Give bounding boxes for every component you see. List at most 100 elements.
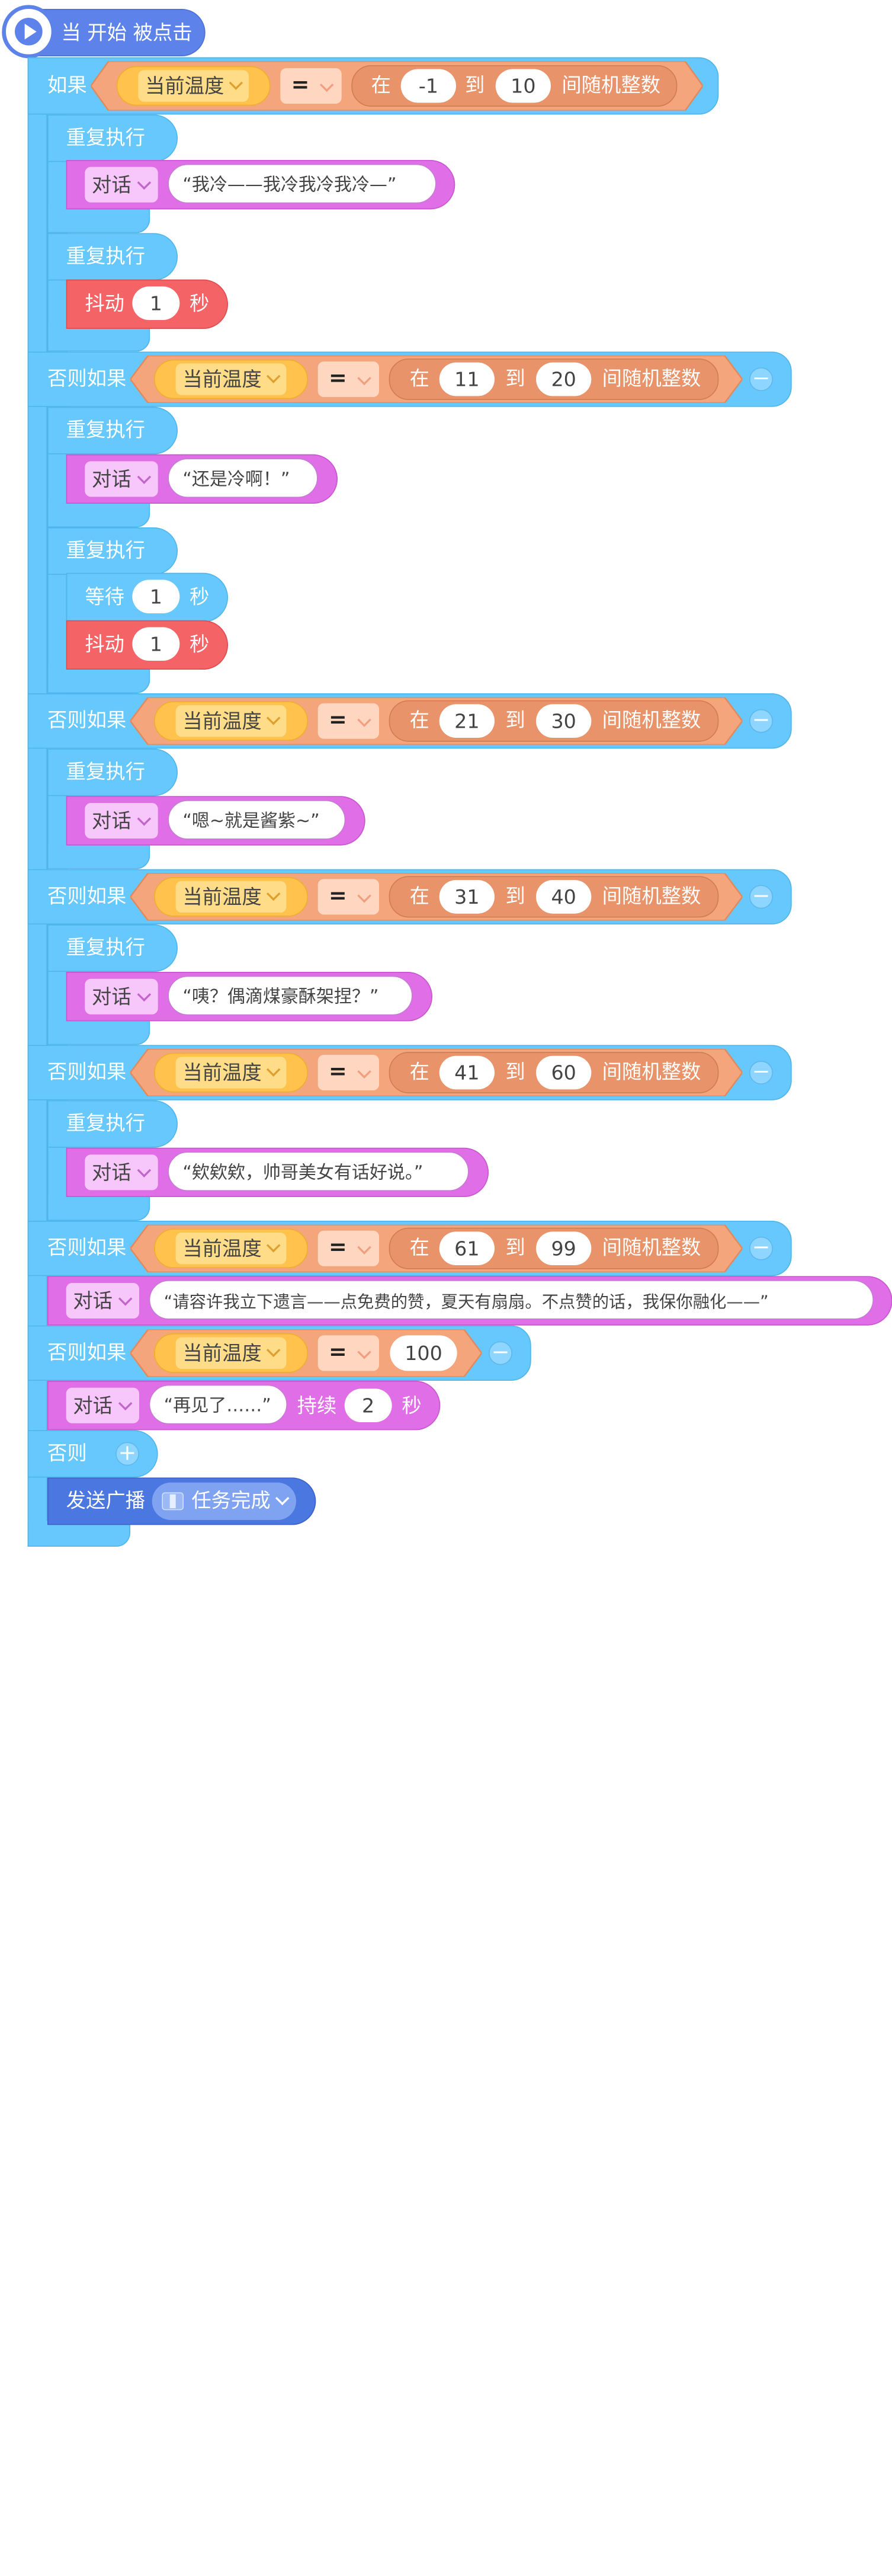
eq-sign: =	[329, 1340, 347, 1365]
to-label: 到	[465, 73, 485, 97]
repeat-label: 重复执行	[66, 759, 146, 783]
else-label: 否则	[47, 1441, 87, 1465]
repeat-header	[47, 924, 178, 972]
dialog-text-input[interactable]: “我冷——我冷我冷我冷—”	[168, 164, 437, 204]
randint-label: 间随机整数	[602, 1060, 701, 1084]
repeat-footer	[47, 207, 150, 233]
lasting-label: 持续	[297, 1393, 337, 1417]
dialog-label: 对话	[92, 1160, 131, 1185]
to-label: 到	[505, 1236, 525, 1260]
random-to-input[interactable]: 99	[536, 1231, 592, 1266]
broadcast-message: 任务完成	[191, 1488, 271, 1512]
dialog-text-input[interactable]: “再见了……”	[149, 1384, 288, 1425]
random-from-input[interactable]: 31	[439, 880, 495, 914]
random-to-input[interactable]: 20	[536, 362, 592, 396]
randint-label: 间随机整数	[561, 73, 661, 97]
repeat-label: 重复执行	[66, 1111, 146, 1135]
shake-seconds-input[interactable]: 1	[132, 627, 180, 661]
dialog-text-input[interactable]: “咦？偶滴煤豪酥架捏？”	[168, 975, 413, 1016]
remove-branch-icon-1[interactable]: −	[749, 367, 774, 392]
remove-branch-icon-6[interactable]: −	[489, 1341, 513, 1365]
play-icon[interactable]	[2, 5, 56, 59]
duration-input[interactable]: 2	[344, 1388, 392, 1423]
repeat-header	[47, 114, 178, 162]
dialog-type-dropdown[interactable]	[85, 978, 158, 1015]
if-else-block[interactable]	[27, 57, 48, 1547]
variable-name: 当前温度	[182, 709, 262, 733]
variable-dropdown[interactable]	[175, 363, 287, 395]
repeat-header	[47, 748, 178, 796]
random-from-input[interactable]: 61	[439, 1231, 495, 1266]
at-label: 在	[409, 366, 430, 391]
variable-dropdown[interactable]	[175, 881, 287, 913]
repeat-label: 重复执行	[66, 418, 146, 442]
dialog-label: 对话	[73, 1289, 113, 1313]
eq-operator[interactable]	[317, 879, 380, 915]
at-label: 在	[409, 1236, 430, 1260]
randint-label: 间随机整数	[602, 366, 701, 391]
remove-branch-icon-5[interactable]: −	[749, 1236, 774, 1260]
random-from-input[interactable]: 21	[439, 704, 495, 738]
repeat-footer	[47, 1195, 150, 1221]
dialog-text-input[interactable]: “欸欸欸，帅哥美女有话好说。”	[168, 1151, 469, 1192]
eq-sign: =	[329, 1236, 347, 1260]
compare-value-input[interactable]: 100	[390, 1335, 457, 1371]
dialog-type-dropdown[interactable]	[85, 803, 158, 839]
repeat-label: 重复执行	[66, 538, 146, 562]
eq-operator[interactable]	[280, 68, 342, 104]
variable-name: 当前温度	[145, 74, 224, 98]
event-label: 当 开始 被点击	[61, 21, 192, 45]
random-from-input[interactable]: 41	[439, 1055, 495, 1090]
random-to-input[interactable]: 30	[536, 704, 592, 738]
random-to-input[interactable]: 40	[536, 880, 592, 914]
variable-dropdown[interactable]	[175, 1233, 287, 1265]
random-to-input[interactable]: 10	[495, 69, 551, 103]
dialog-text-input[interactable]: “嗯~就是酱紫~”	[168, 800, 346, 840]
wait-seconds-input[interactable]: 1	[132, 580, 180, 614]
dialog-type-dropdown[interactable]	[66, 1387, 140, 1423]
elseif-label-3: 否则如果	[47, 884, 127, 908]
dialog-type-dropdown[interactable]	[66, 1283, 140, 1319]
shake-label: 抖动	[85, 632, 125, 656]
eq-operator[interactable]	[317, 1055, 380, 1091]
randint-label: 间随机整数	[602, 1236, 701, 1260]
variable-name: 当前温度	[182, 885, 262, 909]
shake-seconds-input[interactable]: 1	[132, 286, 180, 321]
random-to-input[interactable]: 60	[536, 1055, 592, 1090]
random-from-input[interactable]: 11	[439, 362, 495, 396]
add-branch-icon[interactable]: +	[115, 1442, 140, 1466]
to-label: 到	[505, 884, 525, 908]
repeat-footer	[47, 501, 150, 528]
variable-dropdown[interactable]	[138, 70, 249, 102]
repeat-footer	[47, 326, 150, 352]
dialog-type-dropdown[interactable]	[85, 461, 158, 497]
eq-sign: =	[291, 73, 310, 98]
randint-label: 间随机整数	[602, 708, 701, 732]
remove-branch-icon-2[interactable]: −	[749, 709, 774, 733]
eq-operator[interactable]	[317, 1335, 380, 1371]
repeat-footer	[47, 843, 150, 869]
at-label: 在	[409, 708, 430, 732]
dialog-text-input[interactable]: “还是冷啊！”	[168, 458, 318, 498]
random-from-input[interactable]: -1	[400, 69, 457, 103]
dialog-text-input[interactable]: “请容许我立下遗言——点免费的赞，夏天有扇扇。不点赞的话，我保你融化——”	[149, 1280, 874, 1320]
dialog-label: 对话	[92, 809, 131, 833]
variable-dropdown[interactable]	[175, 1337, 287, 1369]
eq-operator[interactable]	[317, 361, 380, 398]
remove-branch-icon-4[interactable]: −	[749, 1061, 774, 1085]
eq-operator[interactable]	[317, 1230, 380, 1266]
at-label: 在	[371, 73, 392, 97]
remove-branch-icon-3[interactable]: −	[749, 885, 774, 909]
dialog-type-dropdown[interactable]	[85, 167, 158, 203]
eq-operator[interactable]	[317, 703, 380, 739]
shake-label: 抖动	[85, 291, 125, 315]
eq-sign: =	[329, 366, 347, 392]
variable-dropdown[interactable]	[175, 705, 287, 737]
dialog-label: 对话	[92, 172, 131, 197]
variable-dropdown[interactable]	[175, 1057, 287, 1089]
dialog-type-dropdown[interactable]	[85, 1154, 158, 1191]
variable-name: 当前温度	[182, 367, 262, 392]
seconds-label: 秒	[190, 291, 210, 315]
message-icon	[162, 1492, 184, 1511]
to-label: 到	[505, 708, 525, 732]
